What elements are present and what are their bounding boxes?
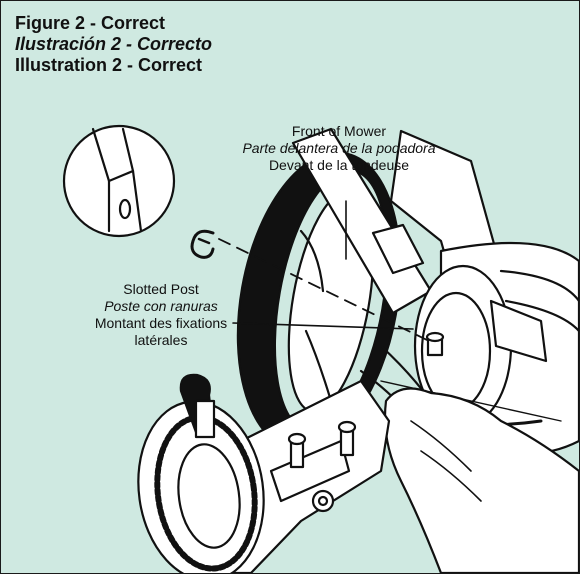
front-of-mower-callout: Front of Mower Parte delantera de la pod… [209, 123, 469, 174]
title-spanish: Ilustración 2 - Correcto [15, 34, 213, 54]
gloved-hand [383, 387, 579, 573]
post-label-fr-line1: Montant des fixations [94, 315, 228, 331]
slotted-post [425, 331, 445, 357]
post-label-es: Poste con ranuras [104, 298, 218, 314]
slotted-post-callout: Slotted Post Poste con ranuras Montant d… [81, 281, 241, 349]
figure-title-block: Figure 2 - Correct Ilustración 2 - Corre… [15, 13, 212, 76]
post-label-en: Slotted Post [123, 281, 199, 297]
front-label-fr: Devant de la tondeuse [268, 157, 410, 173]
inset-magnifier [62, 124, 176, 238]
reel-housing [413, 241, 579, 455]
post-label-fr-line2: latérales [134, 332, 188, 348]
front-roller-wheel [137, 400, 265, 573]
adjustment-knob [179, 373, 216, 439]
title-french: Illustration 2 - Correct [15, 55, 203, 75]
front-label-en: Front of Mower [291, 123, 387, 139]
front-label-es: Parte delantera de la podadora [242, 140, 436, 156]
title-english: Figure 2 - Correct [15, 13, 166, 33]
hairpin-clip [190, 229, 215, 259]
post-leader-line [232, 322, 414, 330]
